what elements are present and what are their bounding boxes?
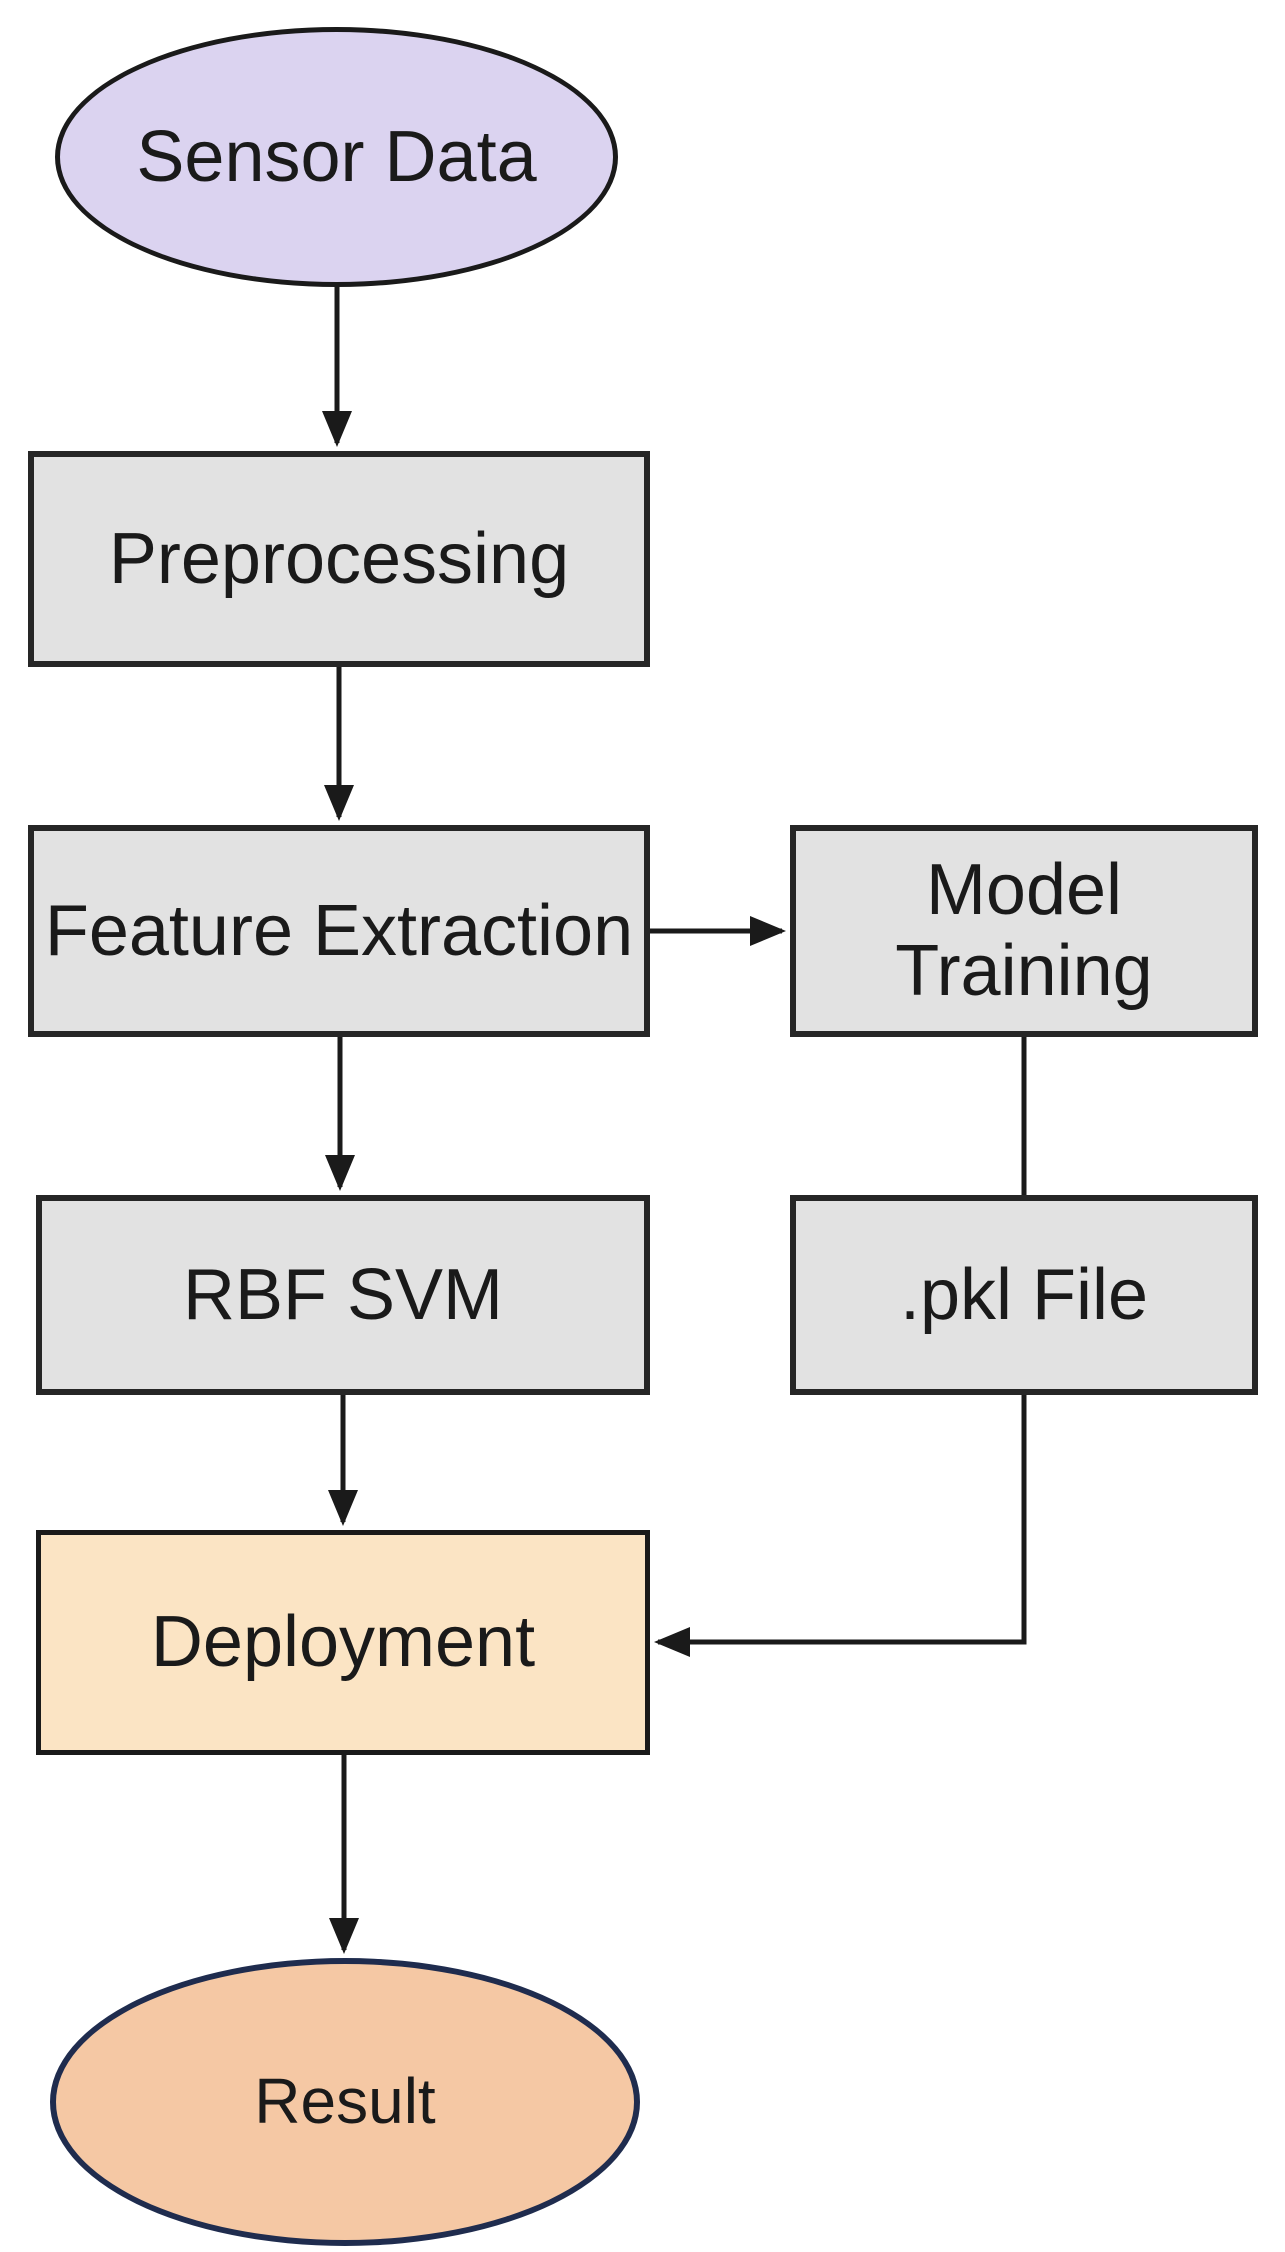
node-deployment: Deployment	[36, 1530, 650, 1755]
node-sensor-data: Sensor Data	[55, 27, 618, 287]
node-preprocessing: Preprocessing	[28, 451, 650, 667]
node-feature-extraction-label: Feature Extraction	[44, 890, 634, 971]
node-deployment-label: Deployment	[150, 1602, 536, 1683]
node-model-training: Model Training	[790, 825, 1258, 1037]
edge-pkl-file-to-deployment	[654, 1395, 1027, 1657]
node-sensor-data-label: Sensor Data	[136, 116, 537, 197]
node-rbf-svm-label: RBF SVM	[182, 1254, 504, 1335]
node-result-label: Result	[254, 2065, 436, 2138]
node-model-training-label: Model Training	[895, 850, 1153, 1011]
node-result: Result	[50, 1958, 640, 2246]
node-preprocessing-label: Preprocessing	[108, 518, 570, 599]
node-pkl-file: .pkl File	[790, 1195, 1258, 1395]
node-pkl-file-label: .pkl File	[899, 1254, 1149, 1335]
node-rbf-svm: RBF SVM	[36, 1195, 650, 1395]
node-feature-extraction: Feature Extraction	[28, 825, 650, 1037]
